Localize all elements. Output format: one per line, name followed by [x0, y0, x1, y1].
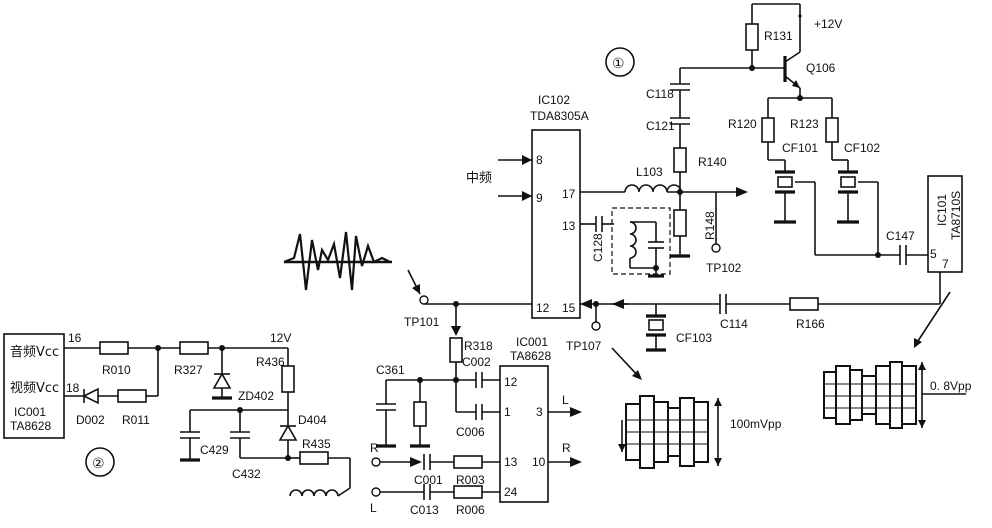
ic001l-pin16: 16	[68, 331, 82, 345]
label-r436: R436	[256, 355, 285, 369]
label-r140: R140	[698, 155, 727, 169]
label-c429: C429	[200, 443, 229, 457]
label-r011: R011	[122, 413, 150, 427]
label-q106: Q106	[806, 61, 836, 75]
ic001m-pin10: 10	[532, 455, 546, 469]
label-r120: R120	[728, 117, 757, 131]
label-r435: R435	[302, 437, 331, 451]
label-r318: R318	[464, 339, 493, 353]
q106-section: ① R131 +12V Q106 R120 R123	[605, 3, 928, 265]
label-d404: D404	[298, 413, 327, 427]
ic001m-pin12: 12	[504, 375, 518, 389]
ic001m-pin24: 24	[504, 485, 518, 499]
ic001m-pin3: 3	[536, 405, 543, 419]
label-c147: C147	[886, 229, 915, 243]
label-cf101: CF101	[782, 141, 818, 155]
ic001l-part: TA8628	[10, 419, 51, 433]
ic001m-name: IC001	[516, 335, 548, 349]
label-l-in: L	[370, 501, 377, 515]
label-c002: C002	[462, 355, 491, 369]
label-c013: C013	[410, 503, 439, 517]
label-c118: C118	[646, 87, 674, 101]
ic101-name: IC101	[935, 194, 949, 226]
ic102-pin12: 12	[536, 301, 550, 315]
label-tp101: TP101	[404, 315, 440, 329]
label-tp107: TP107	[566, 339, 602, 353]
label-r003: R003	[456, 473, 485, 487]
label-c432: C432	[232, 467, 261, 481]
ic101: IC101 TA8710S 5 7	[927, 175, 963, 276]
ic102: IC102 TDA8305A 8 9 17 13 12 15 中频 L103 R…	[404, 93, 941, 353]
label-if-input: 中频	[466, 171, 492, 186]
circle-label-two: ②	[92, 455, 105, 471]
ic101-pin5: 5	[930, 247, 937, 261]
ic001m-pin13: 13	[504, 455, 518, 469]
ic102-pin15: 15	[562, 301, 576, 315]
label-c128: C128	[591, 233, 605, 262]
label-c001: C001	[414, 473, 443, 487]
ic001-middle: IC001 TA8628 12 1 13 24 3 10 L R R318 C0…	[370, 304, 582, 517]
label-c006: C006	[456, 425, 485, 439]
ic001l-pin18: 18	[66, 381, 80, 395]
ic101-part: TA8710S	[949, 191, 963, 240]
label-r-out: R	[562, 441, 571, 455]
label-tp102: TP102	[706, 261, 742, 275]
ic001m-pin1: 1	[504, 405, 511, 419]
ic101-pin7: 7	[942, 257, 949, 271]
label-r123: R123	[790, 117, 819, 131]
label-audio-vcc: 音频Vcc	[10, 344, 59, 360]
ic102-pin17: 17	[562, 187, 576, 201]
label-r166: R166	[796, 317, 825, 331]
ic001l-name: IC001	[14, 405, 46, 419]
ic102-name: IC102	[538, 93, 570, 107]
label-video-vcc: 视频Vcc	[10, 381, 59, 396]
circle-label-one: ①	[612, 55, 625, 71]
label-12v-top: +12V	[814, 17, 842, 31]
label-r131: R131	[764, 29, 793, 43]
watermark	[810, 440, 960, 480]
ic102-pin9: 9	[536, 191, 543, 205]
ic001-left-section: 音频Vcc 视频Vcc IC001 TA8628 16 18 R010 R327…	[3, 331, 351, 497]
waveform-tp101	[283, 231, 421, 295]
label-zd402: ZD402	[238, 389, 274, 403]
waveform-tp107: 100mVpp	[611, 347, 782, 469]
waveform-ic101-out: 0. 8Vpp	[823, 291, 972, 429]
label-c114: C114	[720, 317, 748, 331]
label-cf102: CF102	[844, 141, 880, 155]
ic001m-part: TA8628	[510, 349, 551, 363]
label-l-out: L	[562, 393, 569, 407]
label-r327: R327	[174, 363, 203, 377]
amplitude-100mvpp: 100mVpp	[730, 417, 782, 431]
label-r006: R006	[456, 503, 485, 517]
label-c121: C121	[646, 119, 675, 133]
amplitude-0-8vpp: 0. 8Vpp	[930, 379, 972, 393]
label-l103: L103	[636, 165, 663, 179]
label-r148: R148	[703, 211, 717, 240]
ic102-pin8: 8	[536, 153, 543, 167]
ic102-part: TDA8305A	[530, 109, 589, 123]
label-c361: C361	[376, 363, 405, 377]
ic102-pin13: 13	[562, 219, 576, 233]
label-r-in: R	[370, 441, 379, 455]
label-12v-left: 12V	[270, 331, 291, 345]
label-d002: D002	[76, 413, 105, 427]
label-cf103: CF103	[676, 331, 712, 345]
label-r010: R010	[102, 363, 131, 377]
